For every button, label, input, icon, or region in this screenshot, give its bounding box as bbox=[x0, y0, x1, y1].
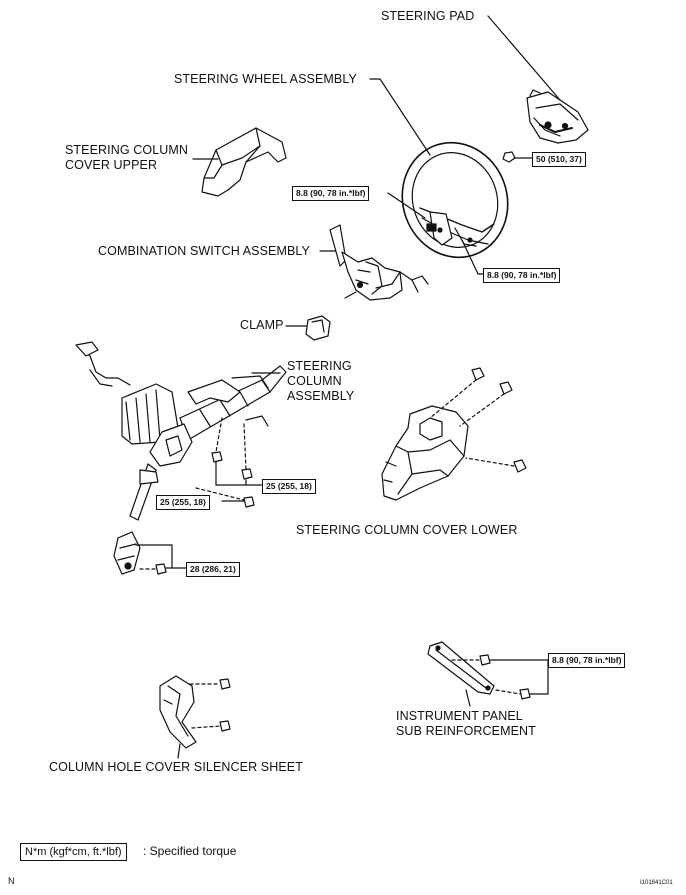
corner-mark: N bbox=[8, 876, 15, 886]
label-cover-lower: STEERING COLUMN COVER LOWER bbox=[296, 523, 518, 537]
torque-shaft: 28 (286, 21) bbox=[186, 562, 240, 577]
torque-wheel-left: 8.8 (90, 78 in.*lbf) bbox=[292, 186, 370, 201]
label-silencer-sheet: COLUMN HOLE COVER SILENCER SHEET bbox=[49, 760, 303, 774]
pad-bolt bbox=[502, 151, 533, 163]
silencer-clips bbox=[189, 678, 231, 732]
label-column-line3: ASSEMBLY bbox=[287, 389, 355, 403]
torque-pad: 50 (510, 37) bbox=[532, 152, 586, 167]
cover-lower-screws bbox=[429, 367, 527, 473]
torque-column-left: 25 (255, 18) bbox=[156, 495, 210, 510]
legend-torque-box: N*m (kgf*cm, ft.*lbf) bbox=[20, 843, 127, 861]
clamp-part bbox=[305, 315, 331, 341]
reinforcement-part bbox=[427, 641, 495, 695]
leader-reinforcement bbox=[465, 689, 471, 707]
leader-silencer bbox=[177, 743, 181, 759]
combination-switch-part bbox=[329, 224, 429, 301]
column-bolts bbox=[195, 417, 263, 508]
cover-lower-part bbox=[381, 405, 469, 501]
legend-torque-text: : Specified torque bbox=[143, 844, 237, 858]
torque-wheel-right: 8.8 (90, 78 in.*lbf) bbox=[483, 268, 561, 283]
label-reinforcement-line1: INSTRUMENT PANEL bbox=[396, 709, 523, 723]
label-column-line1: STEERING bbox=[287, 359, 352, 373]
label-steering-wheel-assembly: STEERING WHEEL ASSEMBLY bbox=[174, 72, 357, 86]
leader-steering-pad bbox=[487, 15, 561, 101]
shaft-bolts bbox=[135, 544, 187, 575]
steering-wheel-part bbox=[401, 141, 509, 259]
label-clamp: CLAMP bbox=[240, 318, 284, 332]
label-column-line2: COLUMN bbox=[287, 374, 342, 388]
label-steering-pad: STEERING PAD bbox=[381, 9, 475, 23]
torque-column-right: 25 (255, 18) bbox=[262, 479, 316, 494]
label-cover-upper-line2: COVER UPPER bbox=[65, 158, 158, 172]
steering-pad-part bbox=[526, 89, 589, 144]
cover-upper-part bbox=[201, 127, 287, 197]
label-reinforcement-line2: SUB REINFORCEMENT bbox=[396, 724, 536, 738]
silencer-sheet-part bbox=[159, 675, 197, 749]
figure-code: I101841C01 bbox=[640, 880, 673, 886]
torque-reinforcement: 8.8 (90, 78 in.*lbf) bbox=[548, 653, 626, 668]
leader-wheel-b bbox=[379, 78, 431, 156]
steering-column-part bbox=[75, 341, 287, 575]
reinforcement-bolts bbox=[451, 654, 549, 700]
leader-wheel-bolt-left bbox=[387, 192, 426, 219]
leader-wheel-bolt-right bbox=[461, 239, 479, 275]
label-cover-upper-line1: STEERING COLUMN bbox=[65, 143, 189, 157]
label-combination-switch: COMBINATION SWITCH ASSEMBLY bbox=[98, 244, 310, 258]
